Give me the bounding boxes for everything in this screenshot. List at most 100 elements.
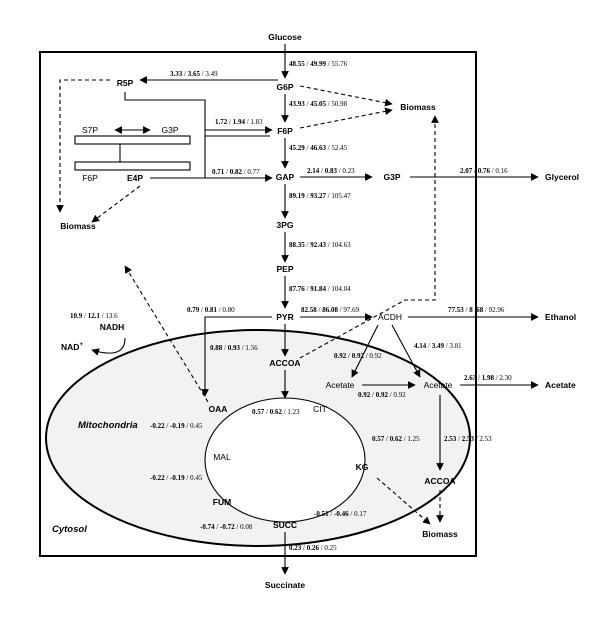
flux-pep-pyr-a: 87.76	[289, 285, 305, 293]
flux-succ-out-c: 0.25	[324, 544, 337, 552]
flux-acdh-acetate-cyto-b: 3.49	[432, 342, 445, 350]
flux-fum-mal-a: -0.22	[150, 474, 165, 482]
flux-glc-g6p: 48.55 / 49.99 / 55.76	[289, 60, 348, 68]
node-biomass-bottom: Biomass	[422, 529, 458, 539]
flux-g6p-r5p-c: 3.49	[205, 70, 218, 78]
flux-pyr-oaa: 0.79 / 0.81 / 0.80	[187, 306, 235, 314]
flux-3pg-pep: 88.35 / 92.43 / 104.63	[289, 241, 351, 249]
cytosol-boundary	[39, 51, 477, 557]
node-f6p-ppp: F6P	[82, 173, 98, 183]
flux-gap-3pg: 89.19 / 93.27 / 105.47	[289, 192, 351, 200]
flux-acetate-transfer-a: 0.92	[358, 391, 371, 399]
flux-succ-out-b: 0.26	[307, 544, 320, 552]
node-accoa-cyto: ACCOA	[424, 476, 455, 486]
flux-succ-fum-b: -0.72	[220, 523, 235, 531]
flux-pyr-oaa-a: 0.79	[187, 306, 200, 314]
nad-superscript: +	[79, 342, 83, 348]
flux-pyr-accoa-a: 0.88	[210, 344, 223, 352]
flux-mal-oaa-a: -0.22	[150, 422, 165, 430]
flux-acdh-acetate-cyto-c: 3.81	[449, 342, 462, 350]
node-g3p: G3P	[383, 172, 400, 182]
node-g3p-ppp: G3P	[161, 125, 178, 135]
flux-ppp-gap-c: 0.77	[247, 168, 260, 176]
flux-acdh-ethanol-a: 77.53	[448, 306, 464, 314]
flux-acdh-acetate-mito-a: 0.92	[334, 352, 347, 360]
flux-gap-g3p: 2.14 / 0.83 / 0.23	[307, 167, 355, 175]
node-r5p: R5P	[117, 78, 134, 88]
flux-ppp-f6p-b: 1.94	[233, 118, 246, 126]
dashed-kg-biomass	[376, 477, 431, 525]
flux-acetate-transfer: 0.92 / 0.92 / 0.92	[358, 391, 406, 399]
flux-g6p-f6p-b: 45.05	[310, 100, 326, 108]
flux-fum-mal-c: 0.45	[190, 474, 203, 482]
ppp-lower-bar	[74, 161, 191, 171]
nad-label: NAD	[61, 342, 79, 352]
node-biomass-top: Biomass	[400, 102, 436, 112]
flux-gap-g3p-a: 2.14	[307, 167, 320, 175]
flux-nadh-c: 13.6	[105, 312, 118, 320]
flux-ppp-gap: 0.71 / 0.82 / 0.77	[212, 168, 260, 176]
flux-acdh-acetate-cyto: 4.14 / 3.49 / 3.81	[414, 342, 462, 350]
flux-fum-mal: -0.22 / -0.19 / 0.45	[150, 474, 203, 482]
flux-oaa-cit: 0.57 / 0.62 / 1.23	[252, 408, 300, 416]
node-acetate-out: Acetate	[545, 380, 576, 390]
flux-succ-out: 0.23 / 0.26 / 0.25	[289, 544, 337, 552]
flux-gap-3pg-c: 105.47	[331, 192, 351, 200]
arrow-nadh-nad	[91, 337, 126, 356]
node-acetate-cyto: Acetate	[424, 380, 453, 390]
flux-mal-oaa: -0.22 / -0.19 / 0.45	[150, 422, 203, 430]
flux-acetate-accoa-b: 2.53	[462, 435, 475, 443]
node-f6p: F6P	[277, 126, 293, 136]
node-acetate-mito: Acetate	[326, 380, 355, 390]
flux-pep-pyr-b: 91.84	[310, 285, 326, 293]
flux-cit-kg-b: 0.62	[390, 435, 403, 443]
flux-acetate-accoa-c: 2.53	[479, 435, 492, 443]
flux-acetate-out-a: 2.63	[464, 374, 477, 382]
region-mitochondria: Mitochondria	[78, 420, 138, 431]
node-fum: FUM	[213, 497, 231, 507]
flux-nadh-a: 10.9	[70, 312, 83, 320]
node-nad: NAD+	[61, 342, 83, 352]
flux-gap-3pg-a: 89.19	[289, 192, 305, 200]
flux-acdh-acetate-mito: 0.92 / 0.92 / 0.92	[334, 352, 382, 360]
flux-kg-succ-b: -0.46	[334, 510, 349, 518]
flux-acdh-ethanol: 77.53 / 8 .68 / 92.96	[448, 306, 505, 314]
flux-glc-g6p-c: 55.76	[331, 60, 347, 68]
flux-succ-fum-a: -0.74	[200, 523, 215, 531]
flux-succ-fum: -0.74 / -0.72 / 0.08	[200, 523, 253, 531]
dashed-oaa-biomass	[124, 265, 209, 403]
dashed-r5p-biomass	[56, 79, 110, 213]
node-glucose: Glucose	[268, 32, 302, 42]
flux-oaa-cit-a: 0.57	[252, 408, 265, 416]
node-nadh: NADH	[100, 322, 125, 332]
flux-gap-3pg-b: 93.27	[310, 192, 326, 200]
ppp-upper-bar	[74, 135, 191, 145]
flux-acdh-ethanol-d: 92.96	[489, 306, 505, 314]
flux-g3p-glycerol-c: 0.16	[495, 167, 508, 175]
flux-pyr-acdh-a: 82.58	[301, 306, 317, 314]
flux-pyr-acdh: 82.58 / 86.08 / 97.69	[301, 306, 360, 314]
flux-pep-pyr: 87.76 / 91.84 / 104.04	[289, 285, 351, 293]
dashed-e4p-biomass	[91, 185, 141, 223]
flux-gap-g3p-b: 0.83	[325, 167, 338, 175]
flux-acetate-out-c: 2.30	[499, 374, 512, 382]
flux-g6p-f6p-a: 43.93	[289, 100, 305, 108]
flux-cit-kg: 0.57 / 0.62 / 1.25	[372, 435, 420, 443]
node-succ: SUCC	[273, 520, 297, 530]
node-biomass-left: Biomass	[60, 221, 96, 231]
node-glycerol: Glycerol	[545, 172, 579, 182]
flux-glc-g6p-b: 49.99	[310, 60, 326, 68]
node-s7p: S7P	[82, 125, 98, 135]
flux-pep-pyr-c: 104.04	[331, 285, 351, 293]
node-succinate: Succinate	[265, 580, 305, 590]
flux-f6p-gap-a: 45.29	[289, 144, 305, 152]
flux-pyr-accoa: 0.88 / 0.93 / 1.56	[210, 344, 258, 352]
flux-g6p-r5p: 3.33 / 3.65 / 3.49	[170, 70, 218, 78]
flux-g6p-f6p-c: 50.98	[331, 100, 347, 108]
flux-acdh-acetate-cyto-a: 4.14	[414, 342, 427, 350]
dashed-g6p-biomass	[299, 85, 393, 107]
flux-pyr-acdh-b: 86.08	[322, 306, 338, 314]
flux-pyr-accoa-b: 0.93	[228, 344, 241, 352]
node-g6p: G6P	[276, 82, 293, 92]
